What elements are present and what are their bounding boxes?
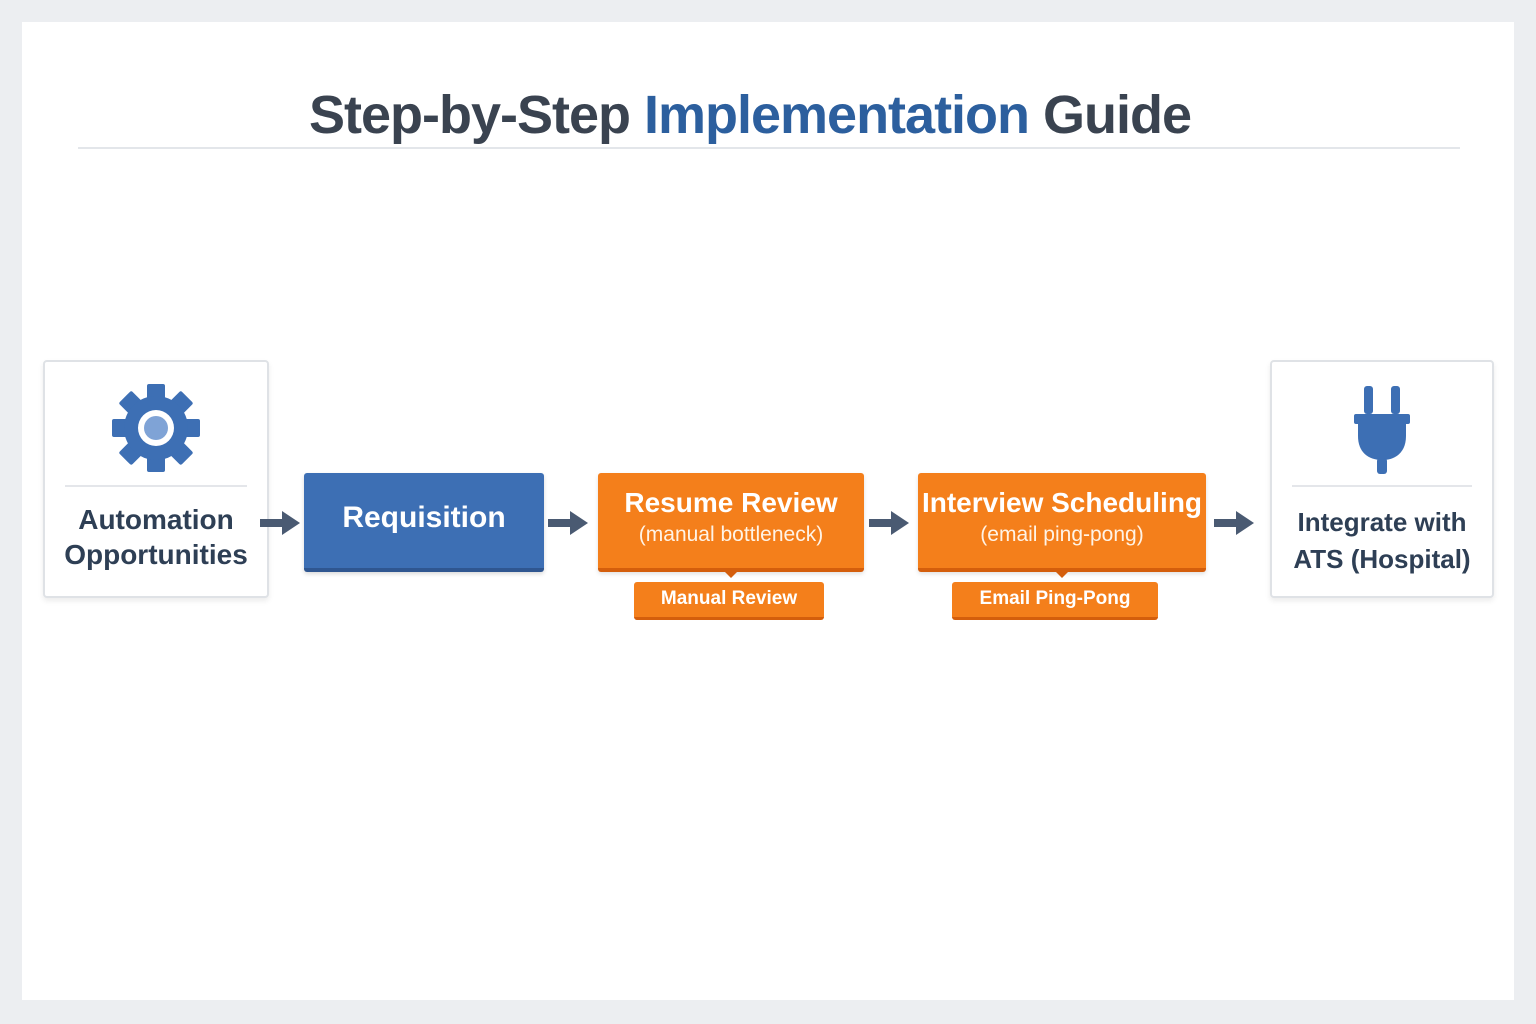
interview-scheduling-sub: (email ping-pong) <box>980 523 1144 546</box>
arrow-right-icon <box>260 511 300 535</box>
integrate-ats-card: Integrate with ATS (Hospital) <box>1270 360 1494 598</box>
step-interview-scheduling: Interview Scheduling (email ping-pong) <box>918 473 1206 578</box>
interview-scheduling-notch <box>1053 569 1071 578</box>
title-divider <box>78 147 1460 149</box>
interview-scheduling-label: Interview Scheduling <box>921 487 1203 518</box>
email-ping-pong-tag-label: Email Ping-Pong <box>979 588 1131 609</box>
manual-review-tag: Manual Review <box>634 582 824 620</box>
title-prefix: Step-by-Step <box>308 85 644 145</box>
automation-label-line1: Automation <box>78 504 234 535</box>
slide: Step-by-Step Implementation Guide <box>22 22 1514 1000</box>
card-separator <box>1292 485 1472 487</box>
page-title: Step-by-Step Implementation Guide <box>22 84 1478 146</box>
step-resume-review: Resume Review (manual bottleneck) <box>598 473 864 578</box>
requisition-label: Requisition <box>342 501 506 534</box>
resume-review-sub: (manual bottleneck) <box>638 523 824 546</box>
automation-opportunities-card: Automation Opportunities <box>43 360 269 598</box>
title-suffix: Guide <box>1029 85 1192 145</box>
integrate-label-line2: ATS (Hospital) <box>1293 544 1471 574</box>
integrate-label: Integrate with ATS (Hospital) <box>1272 504 1492 578</box>
resume-review-notch <box>722 569 740 578</box>
card-separator <box>65 485 247 487</box>
gear-icon <box>45 380 267 476</box>
integrate-label-line1: Integrate with <box>1297 507 1467 537</box>
automation-label-line2: Opportunities <box>64 539 248 570</box>
manual-review-tag-label: Manual Review <box>660 588 798 609</box>
plug-icon <box>1272 380 1492 476</box>
arrow-right-icon <box>1214 511 1254 535</box>
arrow-right-icon <box>869 511 909 535</box>
email-ping-pong-tag: Email Ping-Pong <box>952 582 1158 620</box>
title-accent: Implementation <box>643 85 1030 145</box>
resume-review-label: Resume Review <box>624 487 838 518</box>
arrow-right-icon <box>548 511 588 535</box>
automation-label: Automation Opportunities <box>45 502 267 572</box>
step-requisition: Requisition <box>304 473 544 572</box>
